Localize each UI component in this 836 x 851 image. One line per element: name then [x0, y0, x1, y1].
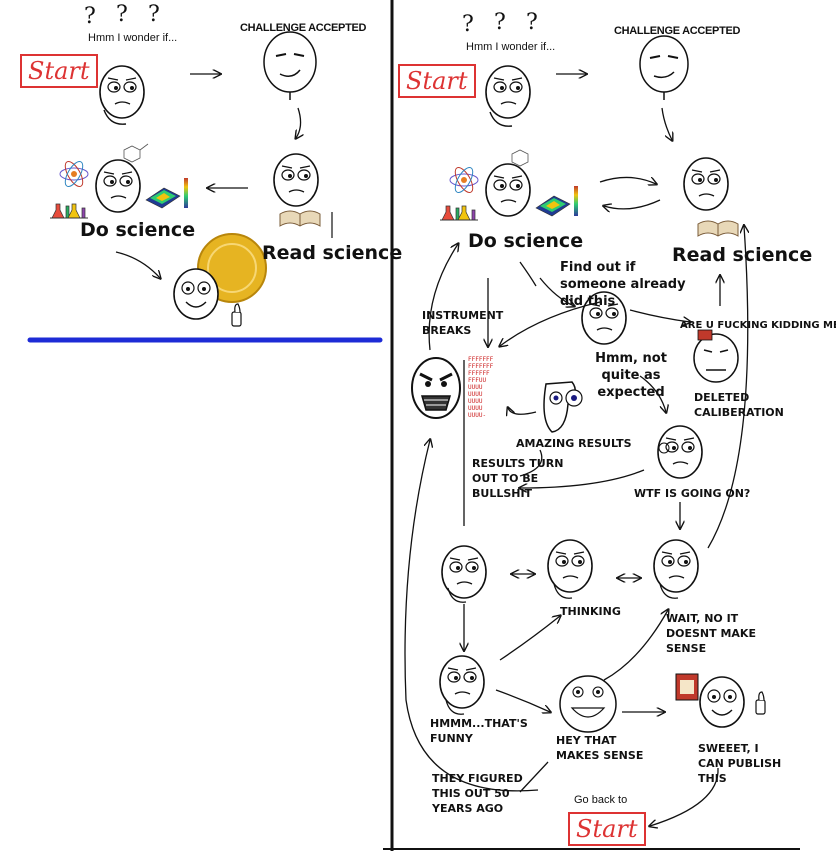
right-wonder-text: Hmm I wonder if... [466, 41, 556, 53]
left-start-box: Start [20, 54, 98, 88]
left-thumbs-up-icon [231, 303, 242, 327]
left-question-mark-3: ? [148, 2, 160, 27]
amazing-results-label: AMAZING RESULTS [516, 437, 632, 450]
right-question-mark-3: ? [526, 10, 538, 35]
left-book-icon [279, 210, 321, 227]
right-wonder-face-icon [485, 65, 531, 127]
right-flask-icon [439, 205, 479, 221]
makes-sense-face-icon [559, 675, 617, 733]
find-out-label: Find out if someone already did this [560, 260, 686, 309]
left-do-science-label: Do science [80, 219, 196, 241]
left-challenge-face-icon [263, 31, 317, 100]
wait-no-label: WAIT, NO IT DOESNT MAKE SENSE [666, 612, 756, 655]
amazing-face-icon [543, 381, 583, 433]
left-question-mark-2: ? [116, 2, 128, 27]
rage-face-icon [410, 356, 462, 420]
right-challenge-face-icon [639, 35, 689, 100]
publish-paper-icon [675, 673, 699, 701]
left-wonder-text: Hmm I wonder if... [88, 32, 178, 44]
right-do-science-label: Do science [468, 230, 584, 252]
bottom-start-box: Start [568, 812, 646, 846]
right-atom-icon [449, 164, 479, 196]
right-read-face-icon [683, 157, 729, 211]
left-plot-icon [145, 177, 189, 209]
right-science-face-icon [485, 163, 531, 217]
kidding-face-icon [693, 329, 739, 383]
left-atom-icon [59, 158, 89, 190]
right-start-box: Start [398, 64, 476, 98]
left-flask-icon [49, 203, 89, 219]
left-challenge-text: CHALLENGE ACCEPTED [240, 22, 367, 34]
wtf-label: WTF IS GOING ON? [634, 487, 751, 500]
right-challenge-text: CHALLENGE ACCEPTED [614, 25, 741, 37]
kidding-label: ARE U FUCKING KIDDING ME [680, 320, 836, 331]
left-wonder-face-icon [99, 65, 145, 125]
right-question-mark-2: ? [494, 10, 506, 35]
go-back-label: Go back to [574, 794, 628, 806]
left-science-face-icon [95, 159, 141, 213]
right-read-science-label: Read science [672, 244, 813, 266]
thinking-label: THINKING [560, 605, 621, 618]
instrument-breaks-label: INSTRUMENT BREAKS [422, 309, 504, 337]
right-book-icon [697, 220, 739, 237]
sweet-publish-label: SWEEET, I CAN PUBLISH THIS [698, 742, 782, 785]
publish-face-icon [699, 676, 745, 728]
rage-scream-text: FFFFFFF FFFFFFF FFFFFF FFFUU UUUU UUUU U… [468, 356, 494, 419]
right-plot-icon [535, 185, 579, 217]
publish-thumbs-up-icon [755, 691, 766, 715]
left-read-science-label: Read science [262, 242, 403, 264]
left-read-face-icon [273, 153, 319, 207]
results-bullshit-label: RESULTS TURN OUT TO BE BULLSHIT [472, 457, 564, 500]
not-quite-label: Hmm, not quite as expected [595, 351, 667, 400]
left-happy-face-icon [173, 268, 219, 320]
thinking-face-right-icon [653, 539, 699, 599]
right-molecule-icon [511, 149, 529, 167]
right-question-mark-1: ? [462, 12, 474, 37]
wtf-face-icon [657, 425, 703, 479]
left-question-mark-1: ? [84, 4, 96, 29]
figured-out-label: THEY FIGURED THIS OUT 50 YEARS AGO [432, 772, 523, 815]
hmmm-funny-label: HMMM...THAT's FUNNY [430, 717, 528, 745]
deleted-calibration-label: DELETED CALIBERATION [694, 391, 784, 419]
thinking-face-left-icon [441, 545, 487, 603]
left-molecule-icon [123, 143, 149, 163]
thinking-face-mid-icon [547, 539, 593, 599]
hmmm-face-icon [439, 655, 485, 715]
hey-makes-sense-label: HEY THAT MAKES SENSE [556, 734, 644, 762]
